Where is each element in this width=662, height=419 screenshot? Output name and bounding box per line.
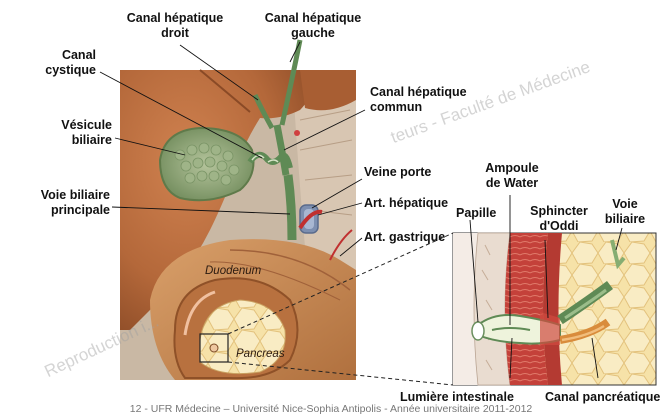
- label-line: Vésicule: [20, 118, 112, 133]
- label-line: Canal hépatique: [370, 85, 467, 100]
- common-bile-duct: [288, 175, 292, 240]
- artery-marker: [294, 130, 300, 136]
- organ-label-duodenum: Duodenum: [205, 265, 261, 277]
- label-line: droit: [120, 26, 230, 41]
- papilla: [472, 322, 484, 340]
- label-line: biliaire: [600, 212, 650, 227]
- label-art-hepatique: Art. hépatique: [364, 196, 448, 211]
- label-line: biliaire: [20, 133, 112, 148]
- label-line: Canal hépatique: [258, 11, 368, 26]
- label-voie-biliaire-principale: Voie biliaire principale: [6, 188, 110, 218]
- label-line: de Water: [474, 176, 550, 191]
- label-ampoule-de-water: Ampoule de Water: [474, 161, 550, 191]
- label-line: Canal hépatique: [120, 11, 230, 26]
- label-line: Ampoule: [474, 161, 550, 176]
- label-veine-porte: Veine porte: [364, 165, 431, 180]
- label-line: principale: [6, 203, 110, 218]
- label-line: Sphincter: [524, 204, 594, 219]
- organ-label-pancreas: Pancreas: [236, 348, 285, 360]
- label-canal-hepatique-droit: Canal hépatique droit: [120, 11, 230, 41]
- label-canal-cystique: Canal cystique: [20, 48, 96, 78]
- label-canal-hepatique-gauche: Canal hépatique gauche: [258, 11, 368, 41]
- label-vesicule-biliaire: Vésicule biliaire: [20, 118, 112, 148]
- label-line: Canal: [20, 48, 96, 63]
- label-line: gauche: [258, 26, 368, 41]
- label-line: Voie: [600, 197, 650, 212]
- label-art-gastrique: Art. gastrique: [364, 230, 445, 245]
- label-line: commun: [370, 100, 467, 115]
- label-canal-hepatique-commun: Canal hépatique commun: [370, 85, 467, 115]
- label-line: d'Oddi: [524, 219, 594, 234]
- liver-right-lobe-upper: [300, 70, 356, 110]
- label-line: Voie biliaire: [6, 188, 110, 203]
- label-sphincter-oddi: Sphincter d'Oddi: [524, 204, 594, 234]
- label-papille: Papille: [456, 206, 496, 221]
- footer-credit: 12 - UFR Médecine – Université Nice-Soph…: [0, 403, 662, 415]
- label-line: cystique: [20, 63, 96, 78]
- inset-panel: [453, 233, 656, 385]
- label-voie-biliaire-inset: Voie biliaire: [600, 197, 650, 227]
